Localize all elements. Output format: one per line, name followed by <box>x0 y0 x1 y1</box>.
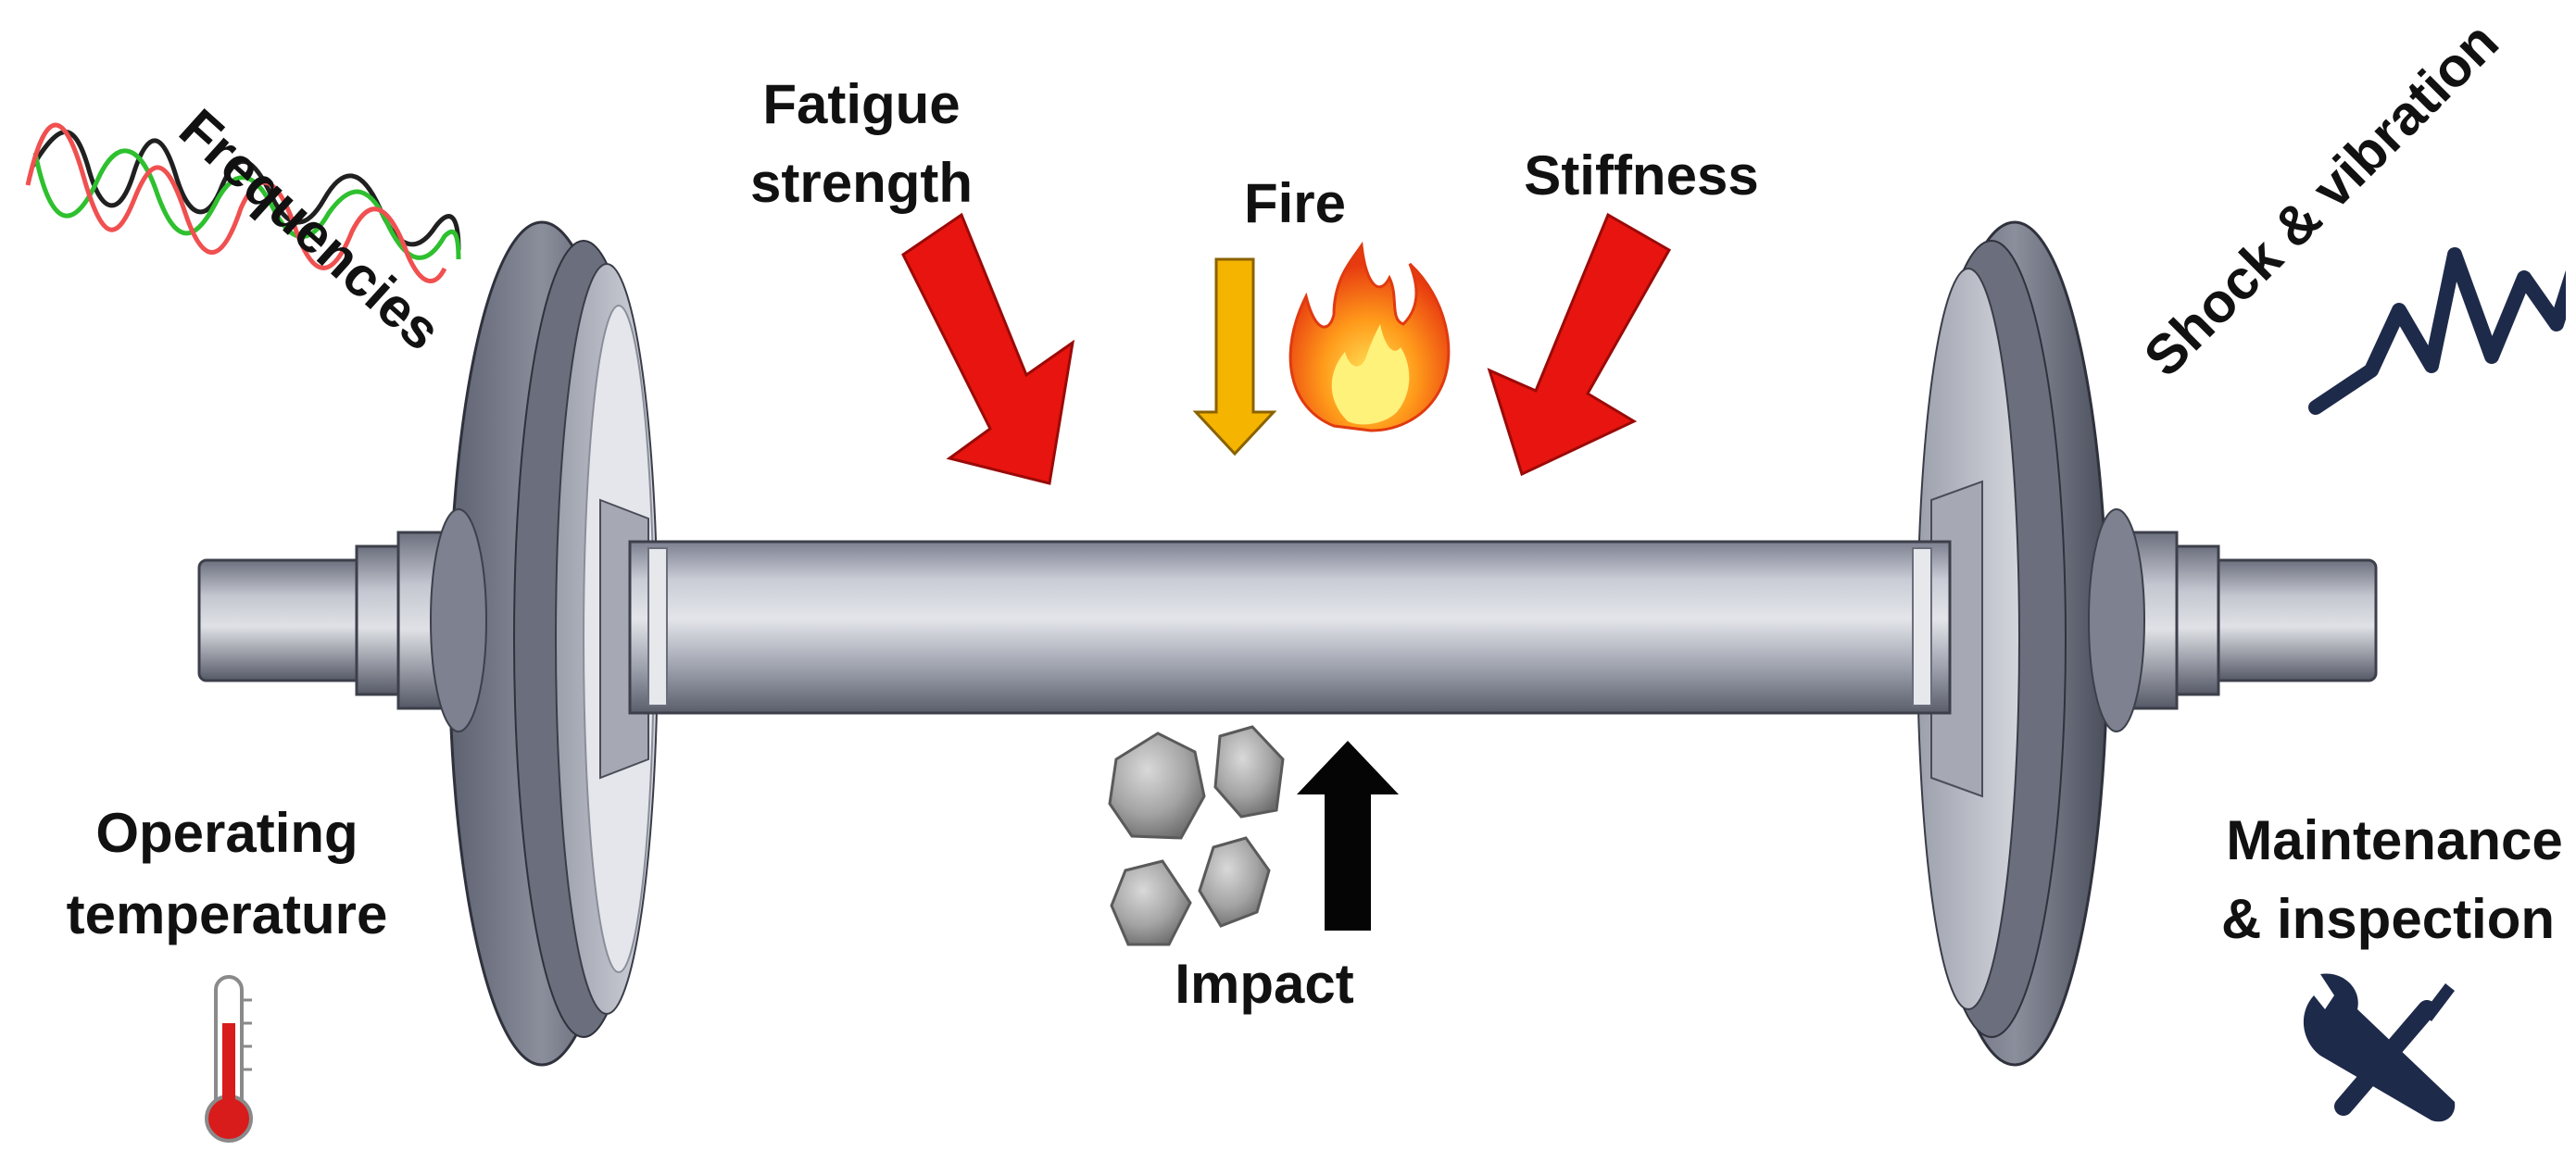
flame-icon <box>1288 241 1451 432</box>
label-frequencies: Frequencies <box>168 97 453 362</box>
right-wheel <box>1916 220 2145 1067</box>
rock-icon <box>1108 725 1285 946</box>
vibration-icon <box>2308 237 2576 415</box>
label-shock-vibration: Shock & vibration <box>2132 10 2510 388</box>
label-fire: Fire <box>1244 172 1346 234</box>
label-maintenance-line1: Maintenance <box>2226 809 2562 871</box>
label-fatigue-line1: Fatigue <box>762 73 960 135</box>
label-fatigue-line2: strength <box>750 152 973 214</box>
stiffness-arrow <box>1487 212 1672 477</box>
label-impact: Impact <box>1175 953 1353 1015</box>
label-operating-line2: temperature <box>67 883 388 945</box>
thermometer-icon <box>205 975 253 1143</box>
tools-icon <box>2303 973 2456 1122</box>
label-maintenance-line2: & inspection <box>2221 888 2555 950</box>
impact-arrow <box>1297 741 1399 931</box>
label-operating-line1: Operating <box>95 802 358 864</box>
fatigue-arrow <box>901 212 1075 485</box>
wave-icon <box>25 122 461 283</box>
axle-body <box>628 540 1952 715</box>
label-stiffness: Stiffness <box>1524 144 1758 206</box>
fire-arrow <box>1192 257 1277 456</box>
left-wheel <box>430 220 659 1067</box>
